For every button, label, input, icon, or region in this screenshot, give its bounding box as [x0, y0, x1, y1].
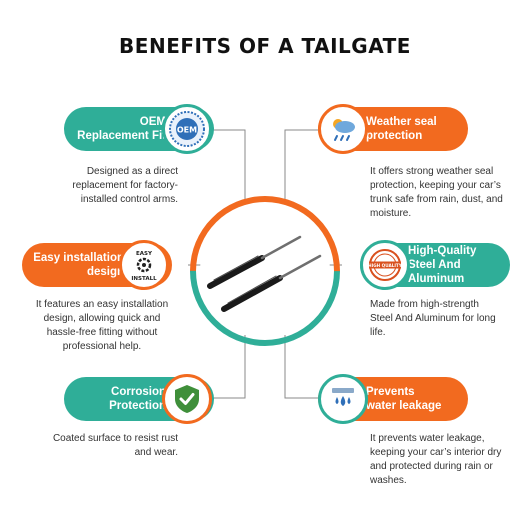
water-drops-icon	[332, 388, 354, 406]
oem-fit-description: Designed as a direct replacement for fac…	[72, 166, 178, 205]
corrosion-label: Corrosion Protection	[109, 386, 166, 412]
corrosion-badge	[162, 374, 212, 424]
water-leakage-description: It prevents water leakage, keeping your …	[370, 433, 502, 486]
easy-install-badge: EASY INSTALL	[119, 240, 169, 290]
shield-check-icon	[175, 385, 199, 413]
steel-aluminum-description: Made from high-strength Steel And Alumin…	[370, 299, 496, 338]
oem-fit-label: OEM Replacement Fit	[77, 116, 166, 142]
easy-install-description: It features an easy installation design,…	[35, 299, 169, 352]
high-quality-stamp-icon: HIGH QUALITY	[368, 249, 403, 281]
steel-aluminum-label: High-Quality Steel And Aluminum	[408, 245, 477, 285]
oem-badge: OEM	[162, 104, 212, 154]
easy-install-icon: EASY INSTALL	[131, 251, 157, 282]
easy-install-text-top: EASY	[136, 251, 153, 257]
weather-seal-icon	[333, 119, 355, 141]
easy-install-text-bottom: INSTALL	[131, 276, 157, 282]
water-leakage-badge	[318, 374, 368, 424]
gas-strut-pair-icon	[207, 235, 322, 312]
oem-badge-icon: OEM	[169, 111, 205, 147]
weather-seal-label: Weather seal protection	[366, 116, 437, 142]
water-leakage-label: Prevents water leakage	[366, 386, 442, 412]
weather-badge	[318, 104, 368, 154]
weather-seal-description: It offers strong weather seal protection…	[370, 166, 503, 219]
high-quality-stamp-text: HIGH QUALITY	[368, 263, 403, 268]
page-title: BENEFITS OF A TAILGATE	[119, 34, 411, 58]
easy-install-label: Easy installation design	[33, 252, 124, 278]
corrosion-description: Coated surface to resist rust and wear.	[52, 433, 178, 458]
center-image	[200, 206, 330, 336]
oem-badge-text: OEM	[177, 126, 197, 135]
steel-badge: HIGH QUALITY	[360, 240, 410, 290]
